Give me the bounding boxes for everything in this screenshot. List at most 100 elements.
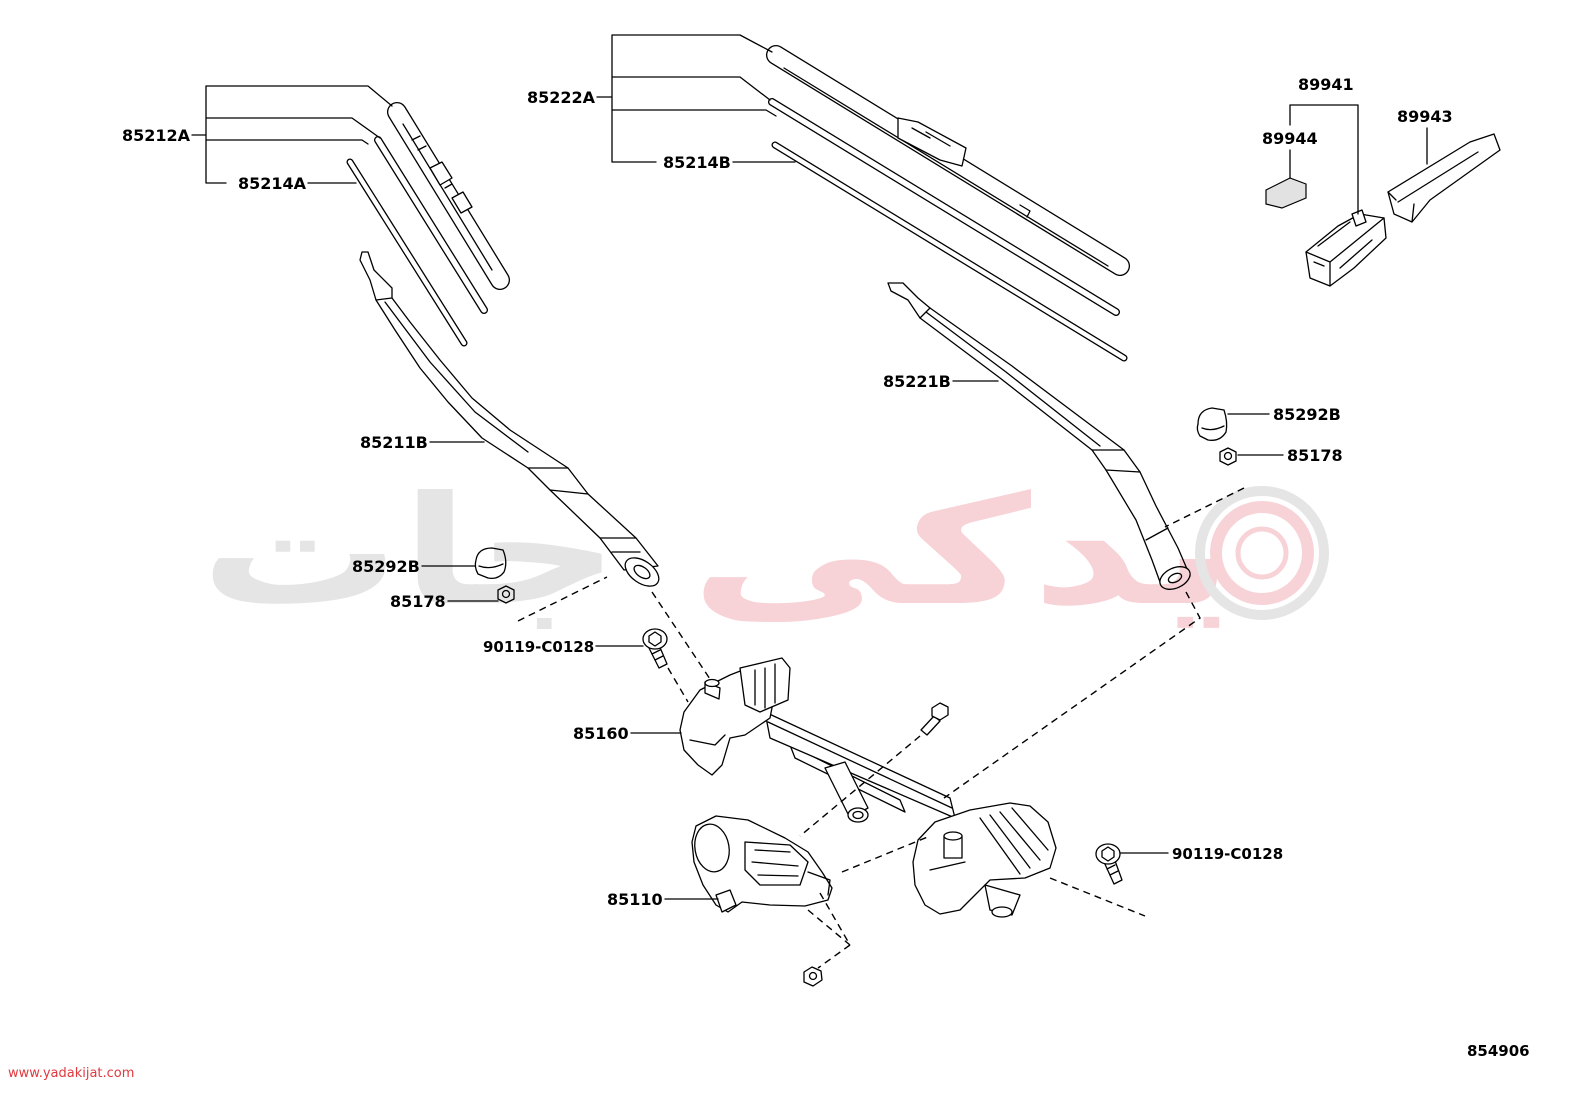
- callout-85214B: 85214B: [663, 153, 731, 172]
- nut-left-bore: [501, 589, 511, 599]
- wiper-blade-left: [387, 102, 510, 290]
- arm-right-spine: [925, 311, 1101, 447]
- pivot-post-left-top: [704, 678, 720, 688]
- bolt-left-head: [642, 628, 668, 650]
- blade-left-spine: [402, 123, 493, 271]
- callout-labels: 85212A 85214A 85222A 85214B 89941 89944 …: [122, 75, 1530, 1060]
- callout-leaders: [191, 34, 1428, 900]
- cover-body: [1387, 133, 1501, 223]
- callout-85292B-right: 85292B: [1273, 405, 1341, 424]
- motor-crank: [807, 871, 831, 896]
- motor-housing-detail: [751, 849, 799, 877]
- callout-85110: 85110: [607, 890, 663, 909]
- motor-end-cap: [694, 823, 730, 873]
- callout-85160: 85160: [573, 724, 629, 743]
- cover-detail: [1387, 151, 1479, 223]
- link-side-arm-end: [847, 807, 869, 823]
- callout-85222A: 85222A: [527, 88, 596, 107]
- arm-left-body: [375, 297, 659, 571]
- pivot-post-right-top: [943, 831, 963, 841]
- arm-right-detail: [1091, 449, 1169, 541]
- nut-right-bore: [1223, 451, 1233, 461]
- arm-right-head: [1159, 566, 1191, 590]
- motor-nut-hex: [803, 966, 823, 987]
- watermark-logo-pink: یدکی: [690, 465, 1235, 639]
- wiper-arm-left: [359, 251, 660, 587]
- nut-left-hex: [497, 585, 515, 604]
- callout-90119-C0128-right: 90119-C0128: [1172, 845, 1283, 863]
- blade-left-detail: [411, 135, 453, 189]
- rubber-left-body: [375, 137, 487, 313]
- wiper-arm-right: [887, 282, 1191, 590]
- insert-left-body: [347, 159, 467, 346]
- bolt-right-head: [1095, 843, 1121, 865]
- blade-right-detail: [911, 127, 1031, 218]
- bolt-right-hex: [1101, 846, 1115, 862]
- blade-left-joint: [451, 191, 473, 214]
- blade-insert-left: [346, 158, 468, 347]
- cap-right-body: [1196, 407, 1228, 441]
- arm-right-hook: [887, 282, 931, 319]
- arm-left-spine: [384, 301, 529, 453]
- blade-insert-right: [771, 141, 1128, 362]
- watermark-logo: جات یدکی: [200, 465, 1329, 639]
- adapter-edge: [1305, 217, 1385, 287]
- callout-85178-left: 85178: [390, 592, 446, 611]
- pivot-bracket-right-ribs: [929, 807, 1049, 875]
- cap-left-body: [474, 547, 507, 580]
- adapter-clip: [1351, 209, 1367, 227]
- bolt-left-thread: [651, 649, 664, 661]
- assembly-guide-lines: [517, 487, 1245, 969]
- arm-left-detail: [527, 467, 641, 553]
- callout-89941: 89941: [1298, 75, 1354, 94]
- motor-nut-bore: [808, 971, 818, 981]
- blade-adapter: [1305, 209, 1387, 287]
- watermark-url: www.yadakijat.com: [8, 1066, 134, 1081]
- arm-cap-left: [474, 547, 507, 580]
- guide-left-nut-to-arm: [517, 576, 608, 622]
- guide-left-arm-to-pivot: [651, 591, 713, 683]
- nut-right-hex: [1219, 447, 1237, 466]
- watermark-wheel-hub: [1235, 526, 1289, 580]
- guide-center-bolt: [799, 735, 921, 837]
- bolt-right-thread: [1106, 864, 1119, 876]
- pivot-bracket-left-ribs: [689, 663, 776, 746]
- blade-left-body: [388, 103, 509, 289]
- guide-right-bolt: [1049, 877, 1146, 917]
- arm-right-head-bore: [1167, 572, 1183, 584]
- arm-left-head-bore: [633, 564, 651, 580]
- bolt-left: [642, 628, 668, 669]
- blade-left-joint: [429, 161, 453, 186]
- callout-85214A: 85214A: [238, 174, 307, 193]
- callout-85221B: 85221B: [883, 372, 951, 391]
- pivot-right-lower-boss-end: [991, 906, 1013, 918]
- callout-85212A: 85212A: [122, 126, 191, 145]
- rubber-right-body: [769, 99, 1119, 315]
- adapter-pad: [1265, 177, 1307, 209]
- arm-left-head: [624, 557, 660, 587]
- leader-89941: [1289, 104, 1359, 215]
- blade-right-spine: [783, 67, 1109, 267]
- motor-connector: [715, 889, 737, 913]
- callout-85178-right: 85178: [1287, 446, 1343, 465]
- bolt-center-head: [931, 702, 949, 721]
- motor-nut: [803, 966, 823, 987]
- insert-right-body: [772, 142, 1127, 361]
- arm-nut-right: [1219, 447, 1237, 466]
- callout-89943: 89943: [1397, 107, 1453, 126]
- bolt-right: [1095, 843, 1123, 885]
- callout-85292B-left: 85292B: [352, 557, 420, 576]
- guide-left-bolt: [667, 667, 689, 703]
- pivot-bracket-right: [912, 802, 1057, 915]
- adapter-cover: [1387, 133, 1501, 223]
- guide-motor-nut: [807, 892, 851, 969]
- callout-85211B: 85211B: [360, 433, 428, 452]
- cap-left-edge: [478, 563, 504, 569]
- guide-right-arm-to-pivot: [943, 591, 1201, 799]
- pivot-right-lower-boss: [984, 884, 1021, 916]
- cap-right-edge: [1201, 425, 1225, 431]
- arm-nut-left: [497, 585, 515, 604]
- link-side-arm-bore: [852, 810, 864, 820]
- wiper-motor: [691, 815, 833, 913]
